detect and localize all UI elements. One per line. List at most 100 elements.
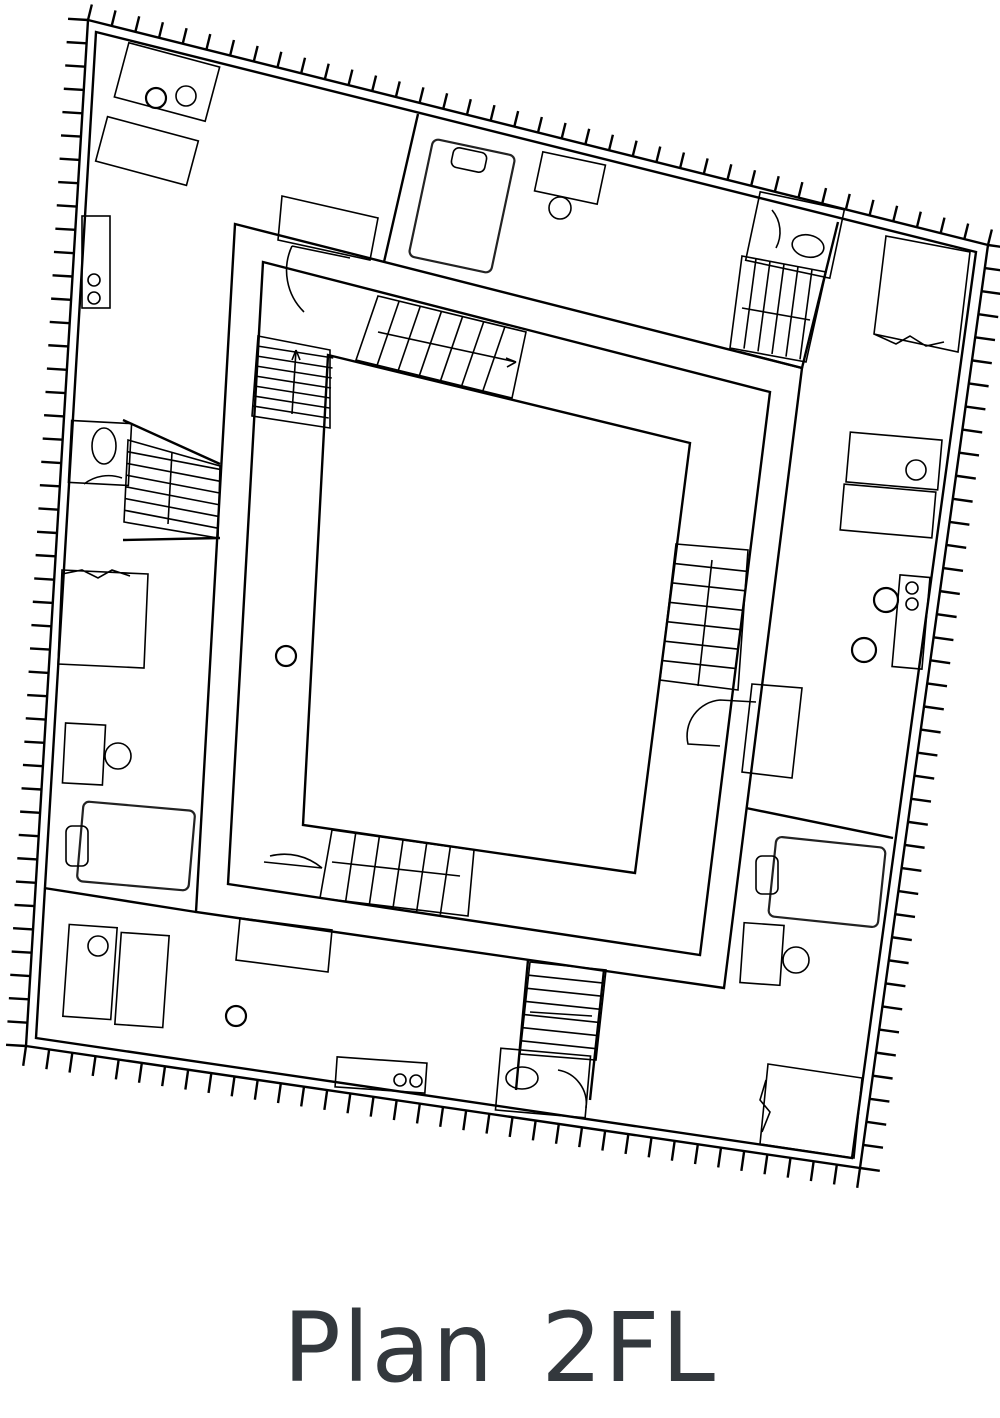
facade-fin: [86, 4, 94, 21]
stair-tread: [757, 261, 771, 352]
facade-fin: [885, 982, 906, 988]
stair-tread: [126, 462, 222, 483]
facade-fin: [607, 134, 615, 151]
facade-fin: [56, 204, 77, 208]
facade-fin: [415, 1103, 422, 1124]
facade-fin: [868, 199, 875, 216]
facade-fin: [11, 950, 32, 954]
stair-tread: [525, 1000, 602, 1011]
facade-fin: [53, 250, 74, 255]
stair-tread: [460, 321, 485, 386]
facade-fin: [773, 175, 780, 192]
facade-fin: [901, 866, 922, 873]
facade-fin: [58, 180, 79, 185]
stair-tread: [666, 620, 741, 631]
facade-fin: [67, 17, 89, 22]
facade-fin: [647, 1137, 653, 1158]
facade-fin: [963, 223, 970, 240]
facade-fin: [44, 414, 65, 418]
facade-fin: [508, 1116, 514, 1138]
facade-fin: [678, 152, 686, 169]
facade-fin: [904, 843, 925, 849]
facade-fin: [943, 566, 964, 573]
bathroom-fixtures: [67, 190, 846, 1119]
stair-tread: [524, 1013, 601, 1024]
stair-tread: [253, 395, 330, 409]
facade-fin: [927, 682, 948, 688]
stair-south: [319, 829, 475, 917]
facade-fin: [439, 1106, 445, 1127]
stair-tread: [344, 833, 357, 902]
facade-fin: [15, 880, 36, 884]
facade-fin: [717, 1147, 723, 1168]
facade-fin: [949, 520, 970, 526]
facade-fin: [20, 810, 41, 815]
facade-fin: [14, 903, 35, 908]
facade-fin: [920, 728, 941, 734]
facade-fin: [939, 589, 960, 596]
facade-fin: [489, 104, 496, 121]
facade-fin: [38, 507, 59, 511]
stair-tread: [126, 474, 221, 494]
facade-fin: [740, 1150, 746, 1172]
facade-fin: [981, 289, 1000, 295]
facade-fin: [91, 1055, 97, 1077]
people: [144, 86, 900, 1028]
facade-fin: [60, 134, 82, 138]
stair-tread: [124, 497, 220, 518]
facade-fin: [809, 1161, 815, 1182]
facade-fin: [49, 320, 70, 325]
facade-fin: [624, 1133, 630, 1155]
facade-fin: [137, 1062, 144, 1083]
facade-fin: [952, 497, 973, 503]
facade-fin: [933, 636, 954, 642]
facade-fin: [911, 797, 932, 803]
kitchenettes: [61, 41, 943, 1094]
facade-fin: [34, 577, 55, 581]
facade-fins: [5, 4, 1000, 1188]
facade-fin: [45, 390, 66, 395]
facade-fin: [888, 959, 909, 965]
facade-fin: [601, 1130, 607, 1151]
facade-fin: [915, 211, 922, 228]
facade-fin: [946, 543, 967, 549]
facade-fin: [869, 1097, 890, 1103]
stair-tread: [368, 836, 381, 905]
facade-fin: [832, 1164, 839, 1185]
stair-tread: [254, 385, 331, 399]
facade-fin: [27, 693, 48, 698]
facade-fin: [866, 1120, 887, 1126]
facade-fin: [962, 428, 983, 434]
facade-fin: [726, 164, 733, 181]
facade-fin: [560, 122, 567, 139]
facade-fin: [114, 1059, 120, 1080]
doors: [83, 209, 781, 1109]
facade-fin: [975, 336, 996, 342]
facade-fin: [31, 623, 52, 628]
facade-fin: [228, 39, 236, 56]
facade-fin: [986, 229, 994, 246]
facade-fin: [24, 740, 45, 745]
facade-fin: [181, 27, 188, 44]
facade-fin: [797, 181, 804, 198]
facade-fin: [48, 344, 69, 348]
facade-fin: [394, 81, 401, 98]
facade-fin: [110, 10, 117, 27]
stair-outer-west: [123, 438, 222, 539]
facade-fin: [299, 57, 307, 74]
stair-tread: [124, 509, 219, 530]
stair-tread: [528, 974, 605, 984]
facade-fin: [184, 1069, 190, 1090]
facade-fin: [442, 93, 449, 110]
facade-fin: [939, 217, 946, 234]
central-atrium: [194, 222, 804, 990]
facade-fin: [584, 128, 591, 145]
stair-tread: [127, 450, 222, 471]
stair-tread: [771, 263, 785, 355]
facade-fin: [531, 1120, 537, 1141]
facade-fin: [46, 367, 67, 371]
facade-fin: [693, 1144, 700, 1165]
facade-fin: [465, 98, 472, 116]
facade-fin: [300, 1086, 306, 1107]
